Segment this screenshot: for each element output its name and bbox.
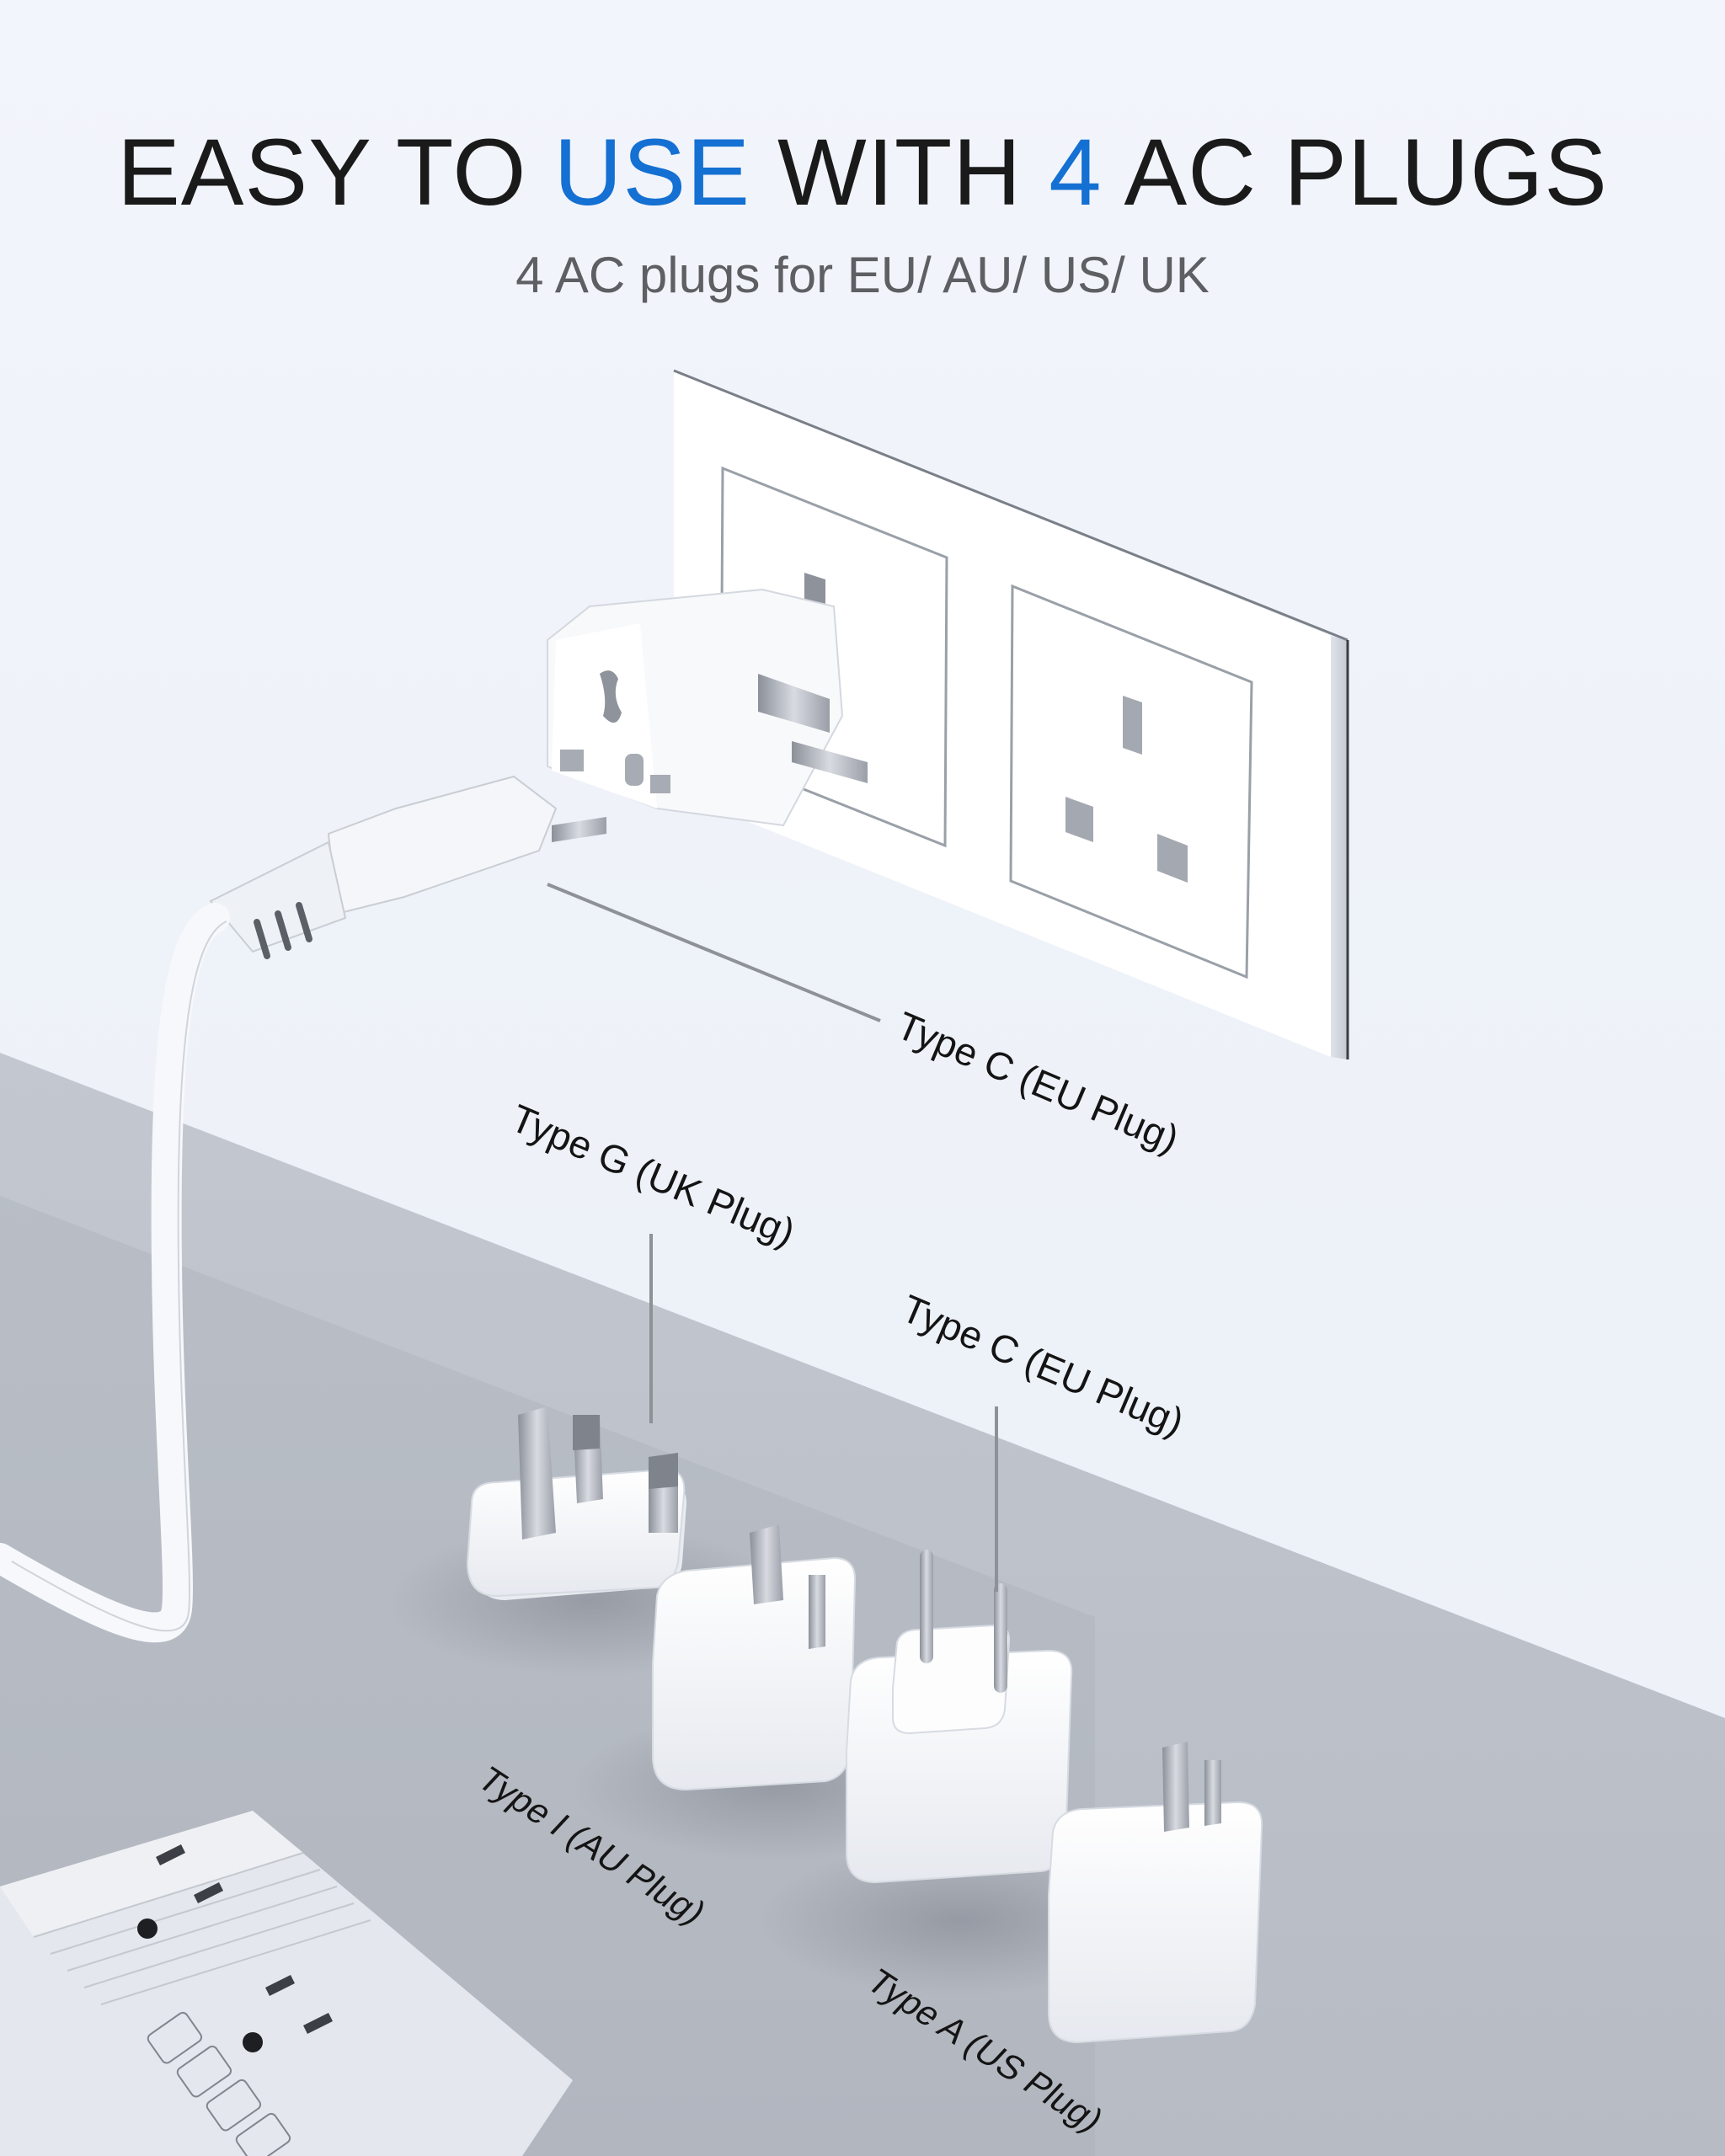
page-title: EASY TO USE WITH 4 AC PLUGS <box>0 118 1725 227</box>
desk-surface <box>0 1053 1725 2156</box>
eu-adapter <box>846 1550 1073 1884</box>
power-strip <box>0 1811 573 2156</box>
au-adapter <box>652 1524 857 1791</box>
universal-adapter <box>547 588 868 827</box>
uk-adapter <box>466 1406 686 1600</box>
headline-part-2: WITH <box>750 120 1049 225</box>
us-adapter <box>1048 1742 1263 2044</box>
headline-accent-use: USE <box>553 120 750 225</box>
eu-plug-cable <box>0 775 606 1643</box>
headline-accent-4: 4 <box>1049 120 1103 225</box>
wall-socket-plate <box>673 369 1349 1059</box>
subtitle: 4 AC plugs for EU/ AU/ US/ UK <box>515 247 1210 303</box>
headline-part-3: AC PLUGS <box>1102 120 1608 225</box>
headline-part-1: EASY TO <box>117 120 554 225</box>
